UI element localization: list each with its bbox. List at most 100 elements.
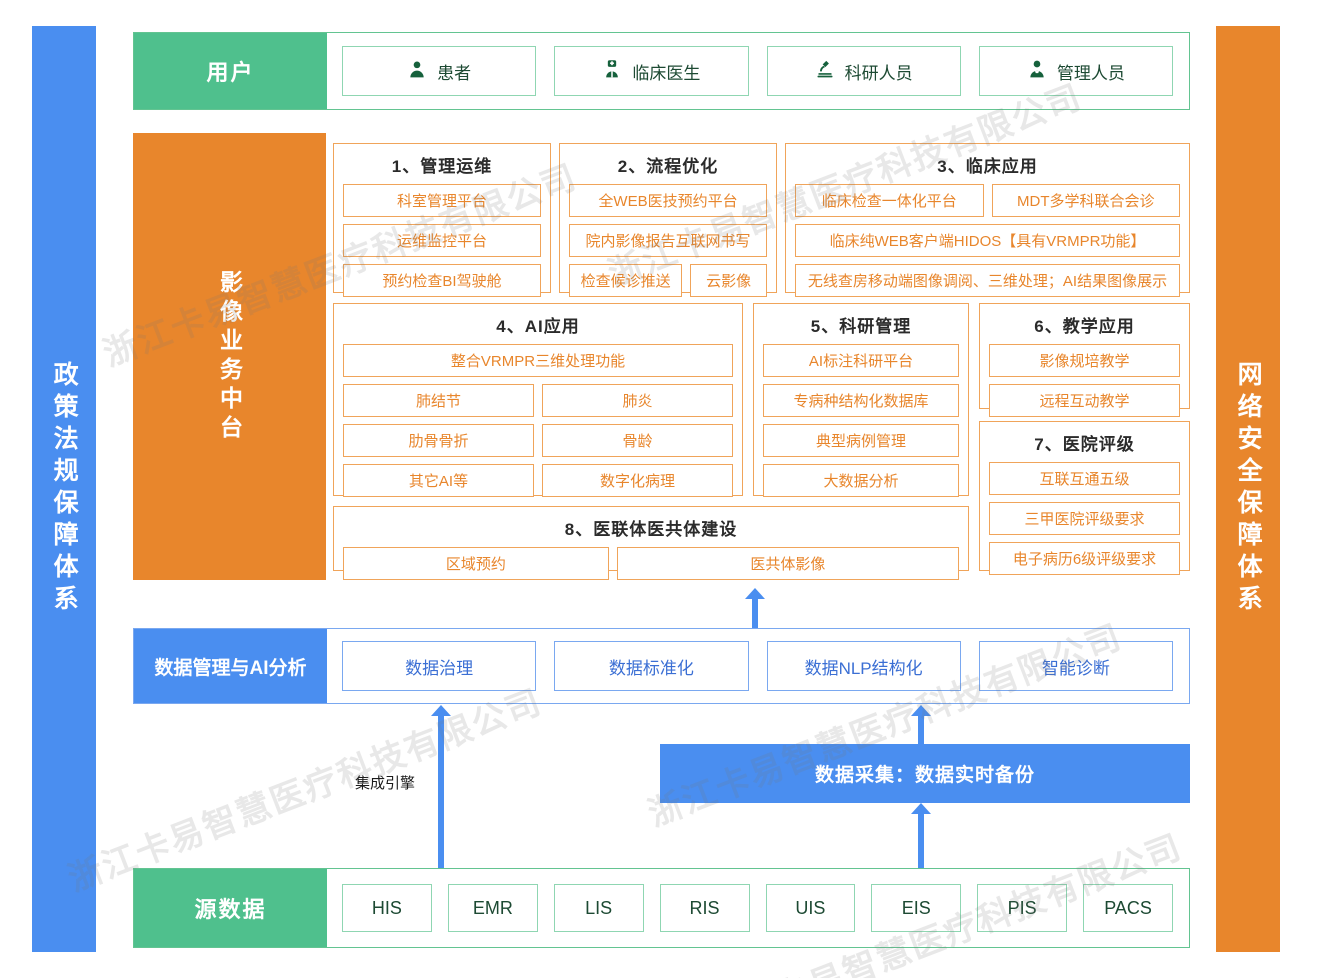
user-chip-administrator[interactable]: 管理人员 bbox=[978, 46, 1173, 96]
microscope-icon bbox=[815, 59, 835, 84]
group-cell[interactable]: 预约检查BI驾驶舱 bbox=[343, 264, 541, 297]
group-cell[interactable]: 数字化病理 bbox=[542, 464, 733, 497]
source-data-label: 源数据 bbox=[134, 869, 327, 947]
source-chip-his[interactable]: HIS bbox=[342, 884, 432, 932]
user-layer: 用户 患者 临床医生 科研人员 bbox=[133, 32, 1190, 110]
group-cell-row: 肺结节 肺炎 bbox=[343, 384, 733, 417]
source-chip-emr[interactable]: EMR bbox=[447, 884, 538, 932]
right-security-bar: 网络安全保障体系 bbox=[1216, 26, 1280, 952]
group-medical-alliance: 8、医联体医共体建设 区域预约 医共体影像 bbox=[333, 506, 969, 580]
data-chip-intelligent-diagnosis[interactable]: 智能诊断 bbox=[978, 641, 1173, 691]
data-chip-standardization[interactable]: 数据标准化 bbox=[554, 641, 749, 691]
group-cell[interactable]: 三甲医院评级要求 bbox=[989, 502, 1180, 535]
group-cell[interactable]: 其它AI等 bbox=[343, 464, 534, 497]
group-cell[interactable]: 运维监控平台 bbox=[343, 224, 541, 257]
arrow-shaft bbox=[438, 714, 444, 868]
group-teaching-application: 6、教学应用 影像规培教学 远程互动教学 bbox=[979, 303, 1190, 417]
midplatform-groups: 1、管理运维 科室管理平台 运维监控平台 预约检查BI驾驶舱 2、流程优化 全W… bbox=[333, 133, 1190, 580]
right-security-bar-label: 网络安全保障体系 bbox=[1234, 361, 1263, 617]
user-chip-label: 管理人员 bbox=[1056, 63, 1125, 83]
arrow-head-icon bbox=[911, 803, 931, 814]
group-cell[interactable]: 电子病历6级评级要求 bbox=[989, 542, 1180, 575]
group-clinical-application: 3、临床应用 临床检查一体化平台 MDT多学科联合会诊 临床纯WEB客户端HID… bbox=[785, 143, 1190, 297]
arrow-data-to-midplatform bbox=[745, 588, 765, 628]
user-chip-patient[interactable]: 患者 bbox=[342, 46, 537, 96]
group-title: 4、AI应用 bbox=[496, 317, 580, 336]
group-title: 2、流程优化 bbox=[617, 157, 719, 176]
arrow-head-icon bbox=[431, 705, 451, 716]
data-collection-bar[interactable]: 数据采集：数据实时备份 bbox=[660, 744, 1190, 803]
source-chip-pis[interactable]: PIS bbox=[977, 884, 1068, 932]
user-chip-label: 科研人员 bbox=[844, 63, 913, 83]
user-chip-clinician[interactable]: 临床医生 bbox=[554, 46, 749, 96]
group-cell-row: 其它AI等 数字化病理 bbox=[343, 464, 733, 497]
source-chip-list: HIS EMR LIS RIS UIS EIS PIS PACS bbox=[334, 869, 1189, 947]
source-chip-ris[interactable]: RIS bbox=[659, 884, 750, 932]
left-policy-bar: 政策法规保障体系 bbox=[32, 26, 96, 952]
group-title: 7、医院评级 bbox=[1034, 435, 1135, 454]
group-cell[interactable]: 影像规培教学 bbox=[989, 344, 1180, 377]
source-chip-pacs[interactable]: PACS bbox=[1083, 884, 1173, 932]
watermark-text: 浙江卡易智慧医疗科技有限公司 bbox=[63, 682, 548, 899]
group-cell[interactable]: 骨龄 bbox=[542, 424, 733, 457]
integration-engine-label: 集成引擎 bbox=[354, 775, 415, 792]
group-cell[interactable]: 远程互动教学 bbox=[989, 384, 1180, 417]
group-research-management: 5、科研管理 AI标注科研平台 专病种结构化数据库 典型病例管理 大数据分析 bbox=[753, 303, 969, 497]
arrow-shaft bbox=[918, 812, 924, 869]
group-cell[interactable]: 医共体影像 bbox=[616, 547, 959, 580]
user-chip-label: 患者 bbox=[437, 63, 472, 83]
group-title: 5、科研管理 bbox=[810, 317, 912, 336]
group-cell[interactable]: 无线查房移动端图像调阅、三维处理；AI结果图像展示 bbox=[795, 264, 1180, 297]
group-title: 1、管理运维 bbox=[391, 157, 493, 176]
arrow-integration-engine bbox=[431, 705, 451, 868]
left-policy-bar-label: 政策法规保障体系 bbox=[50, 361, 79, 617]
imaging-midplatform-label: 影像业务中台 bbox=[133, 133, 326, 580]
arrow-shaft bbox=[752, 597, 758, 628]
group-cell[interactable]: 专病种结构化数据库 bbox=[763, 384, 959, 417]
group-cell[interactable]: 大数据分析 bbox=[763, 464, 959, 497]
arrow-source-to-collection bbox=[911, 803, 931, 869]
user-layer-label: 用户 bbox=[134, 33, 327, 109]
data-management-layer: 数据管理与AI分析 数据治理 数据标准化 数据NLP结构化 智能诊断 bbox=[133, 628, 1190, 704]
patient-icon bbox=[407, 59, 427, 84]
data-chip-governance[interactable]: 数据治理 bbox=[342, 641, 537, 691]
user-chip-list: 患者 临床医生 科研人员 管理人员 bbox=[334, 33, 1189, 109]
group-cell[interactable]: 整合VRMPR三维处理功能 bbox=[343, 344, 733, 377]
source-chip-uis[interactable]: UIS bbox=[765, 884, 856, 932]
group-cell[interactable]: 临床纯WEB客户端HIDOS【具有VRMPR功能】 bbox=[795, 224, 1180, 257]
arrow-collection-to-data bbox=[911, 705, 931, 745]
data-management-label: 数据管理与AI分析 bbox=[134, 629, 327, 703]
group-ai-application: 4、AI应用 整合VRMPR三维处理功能 肺结节 肺炎 肋骨骨折 骨龄 其它AI… bbox=[333, 303, 743, 497]
group-title: 3、临床应用 bbox=[937, 157, 1038, 176]
group-title: 8、医联体医共体建设 bbox=[564, 520, 738, 539]
group-cell[interactable]: 区域预约 bbox=[343, 547, 609, 580]
group-cell[interactable]: MDT多学科联合会诊 bbox=[991, 184, 1180, 217]
group-cell[interactable]: 典型病例管理 bbox=[763, 424, 959, 457]
group-cell[interactable]: 互联互通五级 bbox=[989, 462, 1180, 495]
arrow-head-icon bbox=[911, 705, 931, 716]
group-hospital-rating: 7、医院评级 互联互通五级 三甲医院评级要求 电子病历6级评级要求 bbox=[979, 421, 1190, 575]
group-cell[interactable]: AI标注科研平台 bbox=[763, 344, 959, 377]
user-chip-researcher[interactable]: 科研人员 bbox=[766, 46, 961, 96]
group-cell[interactable]: 云影像 bbox=[690, 264, 767, 297]
group-cell[interactable]: 检查候诊推送 bbox=[569, 264, 683, 297]
group-cell-row: 临床检查一体化平台 MDT多学科联合会诊 bbox=[795, 184, 1180, 217]
group-management-ops: 1、管理运维 科室管理平台 运维监控平台 预约检查BI驾驶舱 bbox=[333, 143, 551, 297]
arrow-head-icon bbox=[745, 588, 765, 599]
source-chip-eis[interactable]: EIS bbox=[871, 884, 962, 932]
group-cell[interactable]: 全WEB医技预约平台 bbox=[569, 184, 767, 217]
group-cell[interactable]: 临床检查一体化平台 bbox=[795, 184, 984, 217]
group-cell[interactable]: 肋骨骨折 bbox=[343, 424, 534, 457]
group-process-optimization: 2、流程优化 全WEB医技预约平台 院内影像报告互联网书写 检查候诊推送 云影像 bbox=[559, 143, 777, 297]
doctor-icon bbox=[602, 59, 622, 84]
data-chip-list: 数据治理 数据标准化 数据NLP结构化 智能诊断 bbox=[334, 629, 1189, 703]
data-chip-nlp-structuring[interactable]: 数据NLP结构化 bbox=[766, 641, 961, 691]
imaging-midplatform-layer: 影像业务中台 1、管理运维 科室管理平台 运维监控平台 预约检查BI驾驶舱 2、… bbox=[133, 133, 1190, 580]
group-cell[interactable]: 科室管理平台 bbox=[343, 184, 541, 217]
group-cell[interactable]: 肺结节 bbox=[343, 384, 534, 417]
source-chip-lis[interactable]: LIS bbox=[553, 884, 644, 932]
group-cell[interactable]: 肺炎 bbox=[542, 384, 733, 417]
group-cell-row: 肋骨骨折 骨龄 bbox=[343, 424, 733, 457]
group-cell[interactable]: 院内影像报告互联网书写 bbox=[569, 224, 767, 257]
